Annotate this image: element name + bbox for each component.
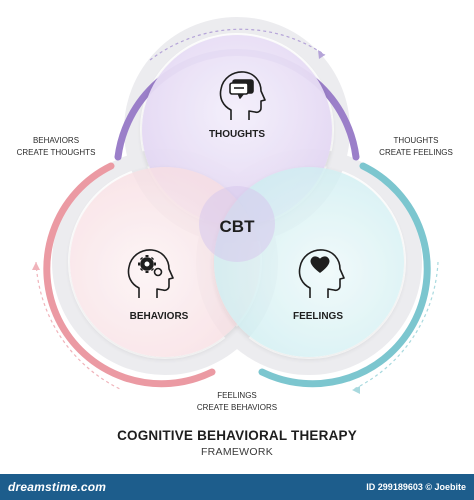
relation-behaviors-thoughts-line1: BEHAVIORS — [33, 136, 79, 145]
arrowhead-icon — [32, 262, 40, 270]
feelings-arc — [258, 162, 431, 388]
relation-behaviors-thoughts-line2: CREATE THOUGHTS — [17, 148, 96, 157]
feelings-label: FEELINGS — [293, 311, 343, 322]
relation-feelings-behaviors-line2: CREATE BEHAVIORS — [197, 403, 277, 412]
behaviors-arc — [43, 162, 216, 388]
relation-thoughts-feelings-line1: THOUGHTS — [394, 136, 439, 145]
diagram-subtitle: FRAMEWORK — [200, 446, 274, 458]
dashed-arrows — [35, 28, 439, 391]
cbt-center — [199, 186, 275, 262]
footer-bar: dreamstime.com ID 299189603 © Joebite — [0, 474, 474, 500]
gear-head-icon — [127, 249, 174, 298]
footer-logo: dreamstime.com — [8, 480, 107, 494]
arrowhead-icon — [352, 386, 360, 394]
footer-image-id: ID 299189603 © Joebite — [366, 482, 466, 492]
relation-thoughts-feelings-line2: CREATE FEELINGS — [379, 148, 453, 157]
diagram-title: COGNITIVE BEHAVIORAL THERAPY — [117, 428, 357, 443]
cbt-venn-diagram: CBT THOUGHTS BEHAVIORS FEELINGS BEHAVIOR… — [17, 17, 453, 412]
center-label: CBT — [220, 217, 256, 236]
behaviors-label: BEHAVIORS — [130, 311, 189, 322]
chat-bubble-head-icon — [219, 71, 266, 120]
relation-feelings-behaviors-line1: FEELINGS — [217, 391, 257, 400]
heart-head-icon — [298, 249, 345, 298]
arrowhead-icon — [318, 50, 325, 59]
thoughts-label: THOUGHTS — [209, 129, 265, 140]
